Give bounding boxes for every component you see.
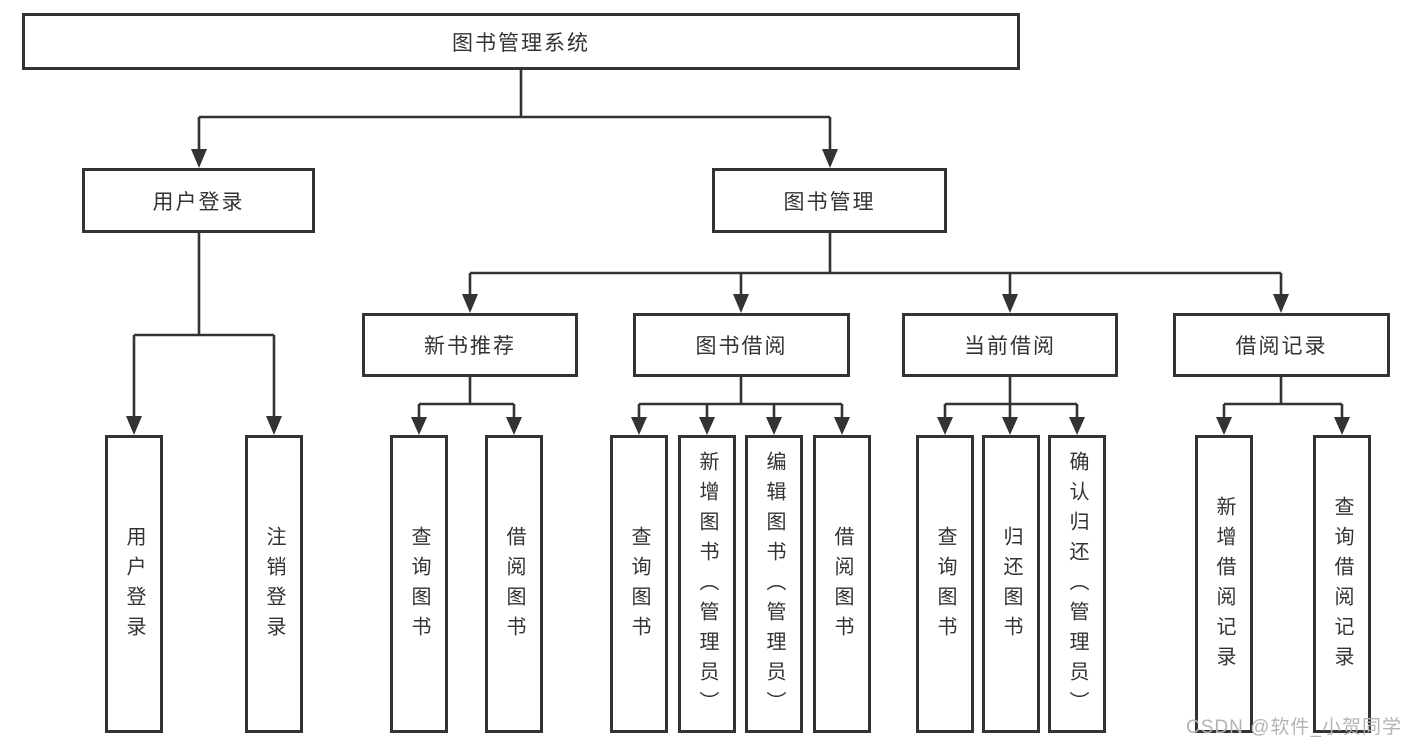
connector-book-borrow-to-leaves (631, 377, 850, 435)
leaf-recommend-borrow-books: 借阅图书 (485, 435, 543, 733)
node-new-book-recommend: 新书推荐 (362, 313, 578, 377)
leaf-add-borrow-record: 新增借阅记录 (1195, 435, 1253, 733)
connector-current-borrow-to-leaves (937, 377, 1085, 435)
leaf-edit-book-admin: 编辑图书（管理员） (745, 435, 803, 733)
csdn-watermark: CSDN @软件_小贺同学 (1186, 717, 1402, 738)
connector-root-to-level2 (191, 70, 838, 168)
node-user-login: 用户登录 (82, 168, 315, 233)
node-root-system: 图书管理系统 (22, 13, 1020, 70)
leaf-borrow-query-books: 查询图书 (610, 435, 668, 733)
node-current-borrow: 当前借阅 (902, 313, 1118, 377)
node-book-management: 图书管理 (712, 168, 947, 233)
connector-borrow-records-to-leaves (1216, 377, 1350, 435)
leaf-confirm-return-admin: 确认归还（管理员） (1048, 435, 1106, 733)
leaf-user-login: 用户登录 (105, 435, 163, 733)
node-borrow-records: 借阅记录 (1173, 313, 1390, 377)
leaf-logout: 注销登录 (245, 435, 303, 733)
leaf-borrow-books: 借阅图书 (813, 435, 871, 733)
connector-new-book-recommend-to-leaves (411, 377, 522, 435)
leaf-add-book-admin: 新增图书（管理员） (678, 435, 736, 733)
connector-book-management-to-level3 (462, 233, 1289, 313)
leaf-return-book: 归还图书 (982, 435, 1040, 733)
leaf-current-query-books: 查询图书 (916, 435, 974, 733)
leaf-recommend-query-books: 查询图书 (390, 435, 448, 733)
leaf-query-borrow-record: 查询借阅记录 (1313, 435, 1371, 733)
node-book-borrow: 图书借阅 (633, 313, 850, 377)
connector-user-login-to-leaves (126, 233, 282, 435)
